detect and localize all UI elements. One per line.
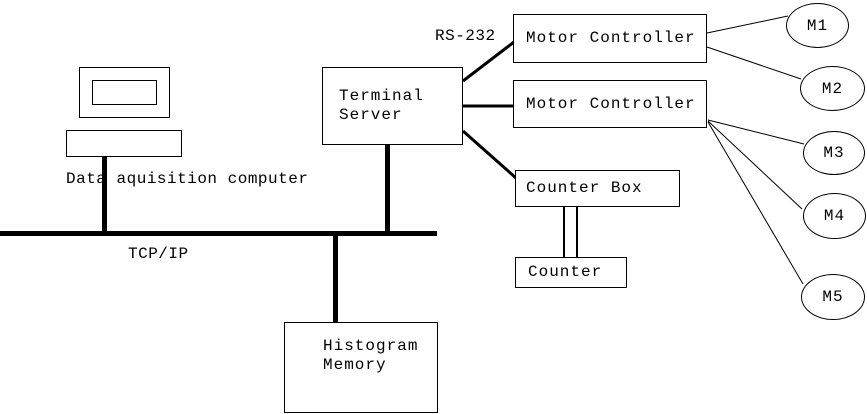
mc2-to-m4-line <box>707 120 803 210</box>
counter-box-node: Counter Box <box>515 170 680 207</box>
motor-m4-node: M4 <box>803 193 866 239</box>
mc1-to-m2-line <box>706 46 802 80</box>
motor-controller-1-node: Motor Controller <box>513 14 707 63</box>
computer-label: Data aquisition computer <box>66 170 309 188</box>
terminal-server-node: Terminal Server <box>322 67 463 145</box>
motor-m1-node: M1 <box>786 3 849 48</box>
ts-to-motor-controller-1-line <box>462 40 515 83</box>
motor-m5-node: M5 <box>801 274 865 320</box>
computer-keyboard-icon <box>66 130 182 157</box>
ts-to-counter-box-line <box>462 129 517 180</box>
mc2-to-m5-line <box>707 121 804 285</box>
tcpip-bus-line <box>0 231 437 236</box>
terminal-server-bus-drop-line <box>385 145 390 233</box>
motor-m2-node: M2 <box>800 66 865 111</box>
mc1-to-m1-line <box>706 15 789 34</box>
counter-link-line-left <box>563 207 565 257</box>
motor-controller-2-node: Motor Controller <box>513 80 707 128</box>
computer-bus-drop-line <box>102 157 107 233</box>
counter-link-line-right <box>576 207 578 257</box>
rs232-label: RS-232 <box>435 27 496 45</box>
counter-node: Counter <box>515 257 627 288</box>
histogram-bus-drop-line <box>333 234 338 322</box>
mc2-to-m3-line <box>707 119 805 145</box>
histogram-memory-node: Histogram Memory <box>284 322 438 413</box>
motor-m3-node: M3 <box>803 131 865 175</box>
computer-screen-icon <box>92 80 157 105</box>
tcpip-bus-label: TCP/IP <box>128 245 189 263</box>
